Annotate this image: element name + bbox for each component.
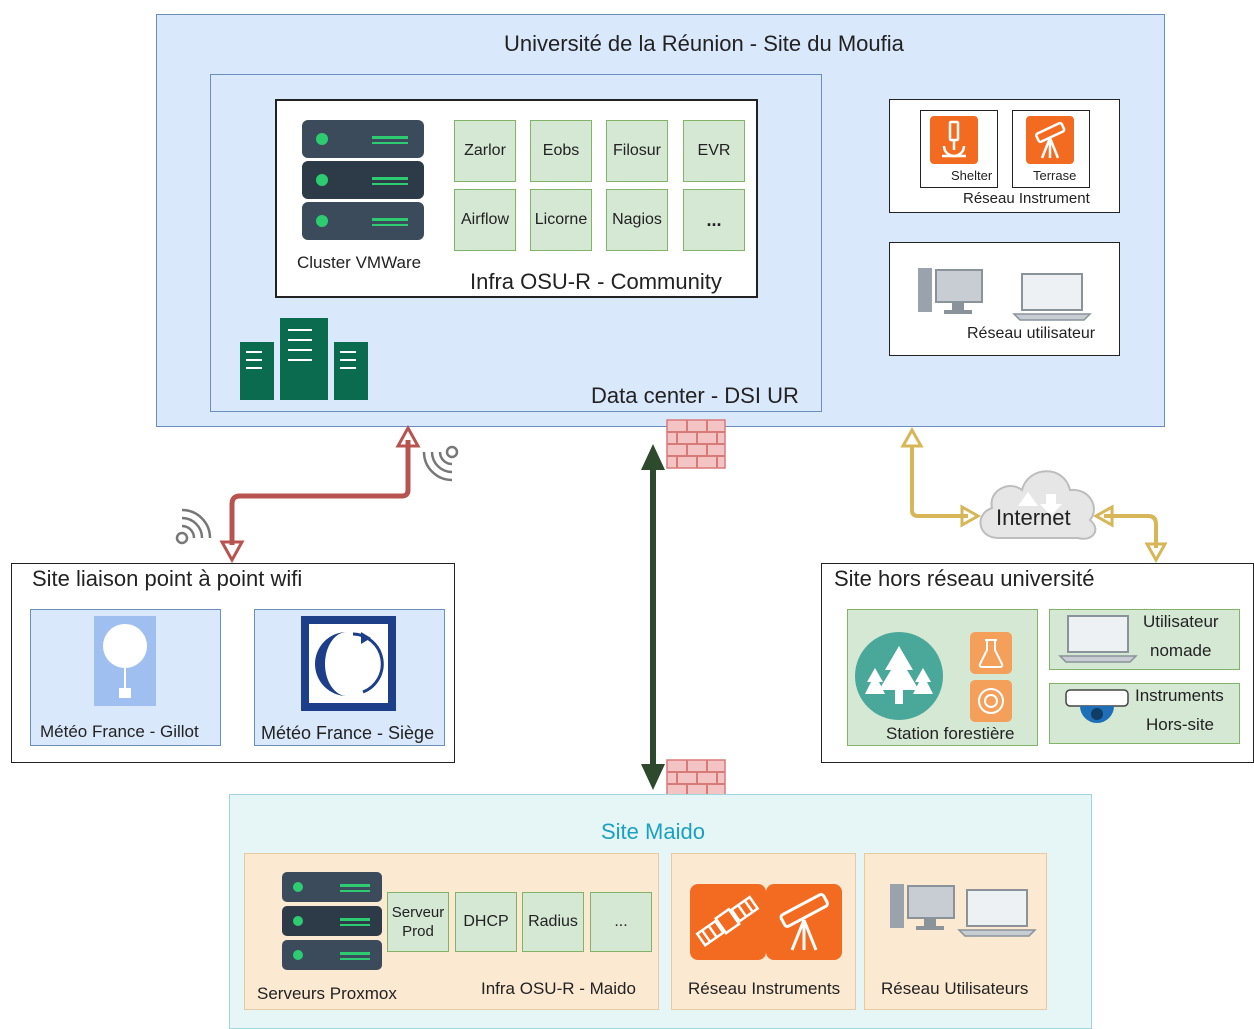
microscope-icon	[930, 116, 978, 164]
wifi-site-title: Site liaison point à point wifi	[32, 566, 303, 591]
laptop-icon	[1012, 273, 1092, 321]
maido-service-radius: Radius	[522, 892, 584, 952]
dome-camera-icon	[1065, 689, 1129, 723]
sensor-icon	[970, 680, 1012, 722]
desktop-computer-icon-maido	[890, 884, 955, 930]
service-airflow: Airflow	[454, 189, 516, 251]
internet-arrowhead-bottom	[1144, 542, 1168, 564]
service-evr: EVR	[683, 120, 745, 182]
service-eobs: Eobs	[530, 120, 592, 182]
maido-service-dhcp: DHCP	[455, 892, 517, 952]
maido-service-prod: Serveur Prod	[387, 892, 449, 952]
wifi-link-arrow	[229, 440, 411, 545]
forest-icon	[855, 632, 943, 720]
shelter-label: Shelter	[951, 168, 993, 183]
wifi-link-arrowhead-bottom	[219, 540, 245, 564]
maido-instruments-label: Réseau Instruments	[688, 979, 841, 998]
datacenter-building-icon	[240, 318, 368, 400]
firewall-icon-top	[666, 419, 726, 469]
meteo-gillot-label: Météo France - Gillot	[40, 722, 199, 741]
offsite-instruments-label-line2: Hors-site	[1146, 715, 1215, 734]
internet-arrowhead-right	[1092, 504, 1114, 528]
proxmox-servers-label: Serveurs Proxmox	[257, 984, 397, 1003]
terrase-label: Terrase	[1033, 168, 1077, 183]
nomad-user-label-line1: Utilisateur	[1143, 612, 1219, 631]
weather-balloon-icon	[94, 616, 156, 706]
wifi-link-arrowhead-top	[395, 424, 421, 448]
meteo-france-logo-icon	[301, 616, 396, 711]
service-more: ...	[683, 189, 745, 251]
maido-site-title: Site Maido	[601, 819, 705, 844]
maido-users-label: Réseau Utilisateurs	[881, 979, 1029, 998]
service-filosur: Filosur	[606, 120, 668, 182]
proxmox-server-icon	[282, 872, 382, 970]
internet-link-arrow	[910, 446, 1158, 548]
datacenter-label: Data center - DSI UR	[591, 383, 799, 408]
internet-label: Internet	[996, 505, 1071, 530]
maido-infra-label: Infra OSU-R - Maido	[481, 979, 636, 998]
internet-arrowhead-top	[900, 426, 924, 448]
offsite-instruments-label-line1: Instruments	[1135, 686, 1224, 705]
internet-arrowhead-left	[960, 504, 982, 528]
user-network-label: Réseau utilisateur	[967, 325, 1096, 342]
telescope-icon	[1026, 116, 1074, 164]
cluster-vmware-label: Cluster VMWare	[297, 253, 422, 272]
telescope-icon-maido	[766, 884, 842, 960]
server-rack-icon	[302, 120, 424, 240]
maido-service-prod-label: Serveur Prod	[391, 904, 445, 940]
satellite-icon	[690, 884, 766, 960]
nomad-user-label-line2: nomade	[1150, 641, 1212, 660]
instrument-network-label: Réseau Instrument	[963, 190, 1090, 207]
station-forestiere-label: Station forestière	[886, 724, 1015, 743]
wifi-signal-icon-left	[175, 508, 212, 545]
service-nagios: Nagios	[606, 189, 668, 251]
maido-service-more: ...	[590, 892, 652, 952]
community-infra-label: Infra OSU-R - Community	[470, 269, 722, 294]
offsite-title: Site hors réseau université	[834, 566, 1095, 591]
service-licorne: Licorne	[530, 189, 592, 251]
laptop-icon-nomad	[1058, 615, 1138, 663]
maido-link-arrowhead-bottom	[641, 764, 665, 790]
meteo-siege-label: Météo France - Siège	[261, 723, 435, 743]
laptop-icon-maido	[957, 889, 1037, 937]
flask-icon	[970, 632, 1012, 674]
maido-link-arrowhead-top	[641, 444, 665, 470]
wifi-signal-icon	[422, 445, 459, 482]
moufia-site-title: Université de la Réunion - Site du Moufi…	[504, 31, 904, 56]
desktop-computer-icon	[918, 268, 983, 314]
service-zarlor: Zarlor	[454, 120, 516, 182]
cloud-icon	[979, 470, 1097, 540]
